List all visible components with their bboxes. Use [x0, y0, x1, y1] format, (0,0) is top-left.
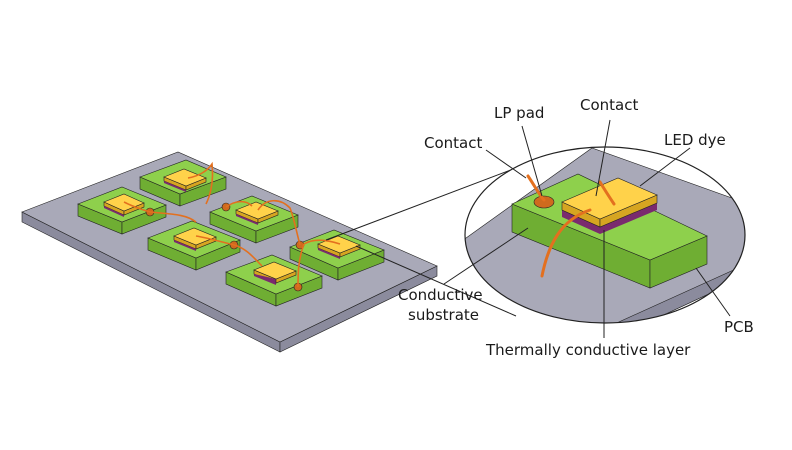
- label-contact-top: Contact: [580, 96, 638, 114]
- bond-wire-led: [540, 208, 592, 278]
- label-contact-left: Contact: [424, 134, 482, 152]
- label-lp-pad: LP pad: [494, 104, 544, 122]
- label-pcb: PCB: [724, 318, 754, 336]
- magnified-view: [464, 146, 746, 324]
- label-led-dye: LED dye: [664, 131, 726, 149]
- led-die: [163, 168, 207, 192]
- bond-wire-contact: [526, 174, 546, 202]
- label-conductive-substrate-2: substrate: [408, 306, 479, 324]
- lp-pad: [533, 195, 555, 209]
- led-die: [235, 201, 279, 225]
- leader-lines: [443, 119, 731, 338]
- zoom-line-bottom: [355, 245, 517, 317]
- thermally-conductive-layer: [562, 210, 600, 234]
- bond-wires: [123, 161, 341, 288]
- led-die: [253, 261, 297, 285]
- led-die: [173, 227, 217, 251]
- zoom-line-top: [325, 167, 517, 241]
- label-conductive-substrate-1: Conductive: [398, 286, 483, 304]
- label-thermally-conductive-layer: Thermally conductive layer: [485, 341, 691, 359]
